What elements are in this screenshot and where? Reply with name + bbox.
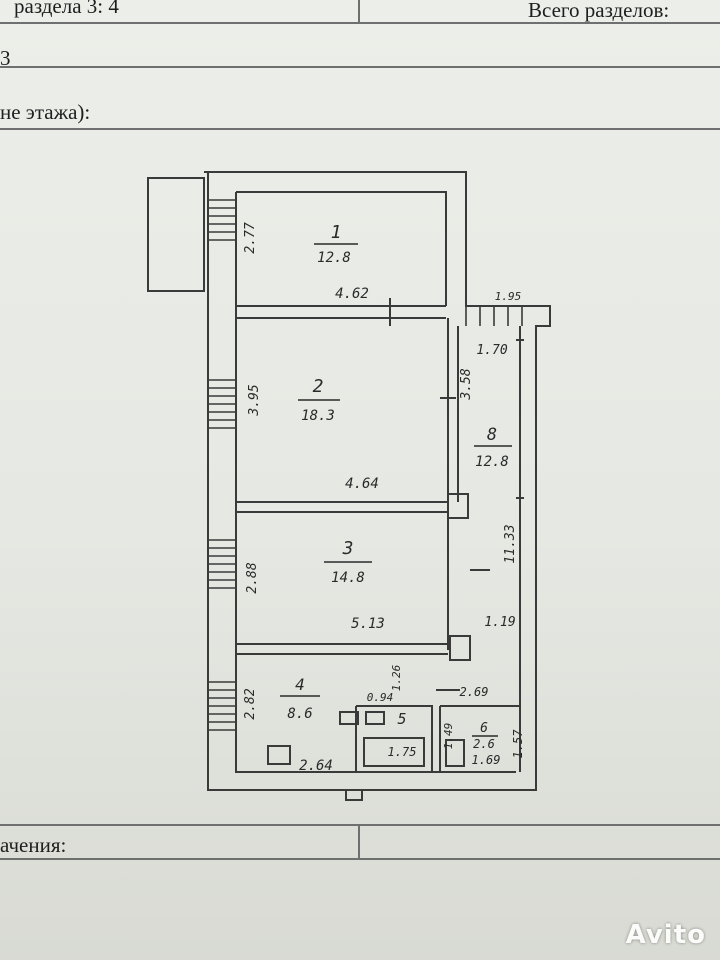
rule-bottom-2 <box>0 858 720 860</box>
room-3-depth: 2.88 <box>245 562 260 593</box>
room-1-number: 1 <box>331 222 342 243</box>
room-3-area: 14.8 <box>331 570 365 586</box>
stove <box>267 745 291 765</box>
bathroom-walls <box>355 705 520 772</box>
room-4-number: 4 <box>295 675 305 694</box>
header-total-sections: Всего разделов: <box>528 0 670 22</box>
room-1-depth: 2.77 <box>243 222 258 253</box>
rule-2 <box>0 66 720 68</box>
bathtub <box>363 737 425 767</box>
room-5-width: 0.94 <box>367 691 394 704</box>
wall-2-3 <box>236 501 448 513</box>
room-4-width: 2.64 <box>299 758 333 774</box>
rule-bottom-divider <box>358 826 360 858</box>
room-4-depth: 2.82 <box>243 688 258 719</box>
wall-1-2 <box>236 305 446 319</box>
room-1-area: 12.8 <box>317 250 351 266</box>
room-2-number: 2 <box>313 376 324 397</box>
windows <box>208 199 523 731</box>
avito-watermark: Avito <box>625 920 706 950</box>
inner-wall-outline <box>235 191 521 773</box>
room-8-depth: 3.58 <box>459 368 474 400</box>
room-8-end-dim: 1.57 <box>511 729 525 759</box>
room-2-area: 18.3 <box>301 408 335 424</box>
floor-plan-label: не этажа): <box>0 100 91 124</box>
outer-wall <box>204 171 551 791</box>
wall-3-4 <box>236 643 450 655</box>
toilet <box>365 711 385 725</box>
corridor-wall <box>447 318 459 650</box>
header-row-value: 3 <box>0 46 11 70</box>
entrance <box>345 790 363 801</box>
room-6-area: 2.6 <box>473 737 495 751</box>
balcony <box>147 177 205 292</box>
room-8-passage: 1.19 <box>484 615 515 630</box>
room-6-top-dim: 2.69 <box>460 685 489 699</box>
room-2-width: 4.64 <box>345 476 379 492</box>
rule-top-divider <box>358 0 360 24</box>
column-2 <box>449 635 471 661</box>
room-4-area: 8.6 <box>287 706 312 722</box>
toilet-6 <box>445 739 465 767</box>
room-1-width: 4.62 <box>335 286 369 302</box>
room-8-length: 11.33 <box>503 524 518 563</box>
room-5-depth: 1.26 <box>390 664 403 691</box>
room-8-width: 1.70 <box>476 343 507 358</box>
room-5-number: 5 <box>397 710 406 728</box>
dimension-ticks <box>389 298 524 691</box>
room-8-top-dim: 1.95 <box>495 290 522 303</box>
area-fraction-bars <box>280 243 512 737</box>
room-5-bath-dim: 1.75 <box>388 745 417 759</box>
header-section-label: раздела 3: 4 <box>14 0 119 18</box>
room-8-number: 8 <box>487 425 497 445</box>
room-3-number: 3 <box>342 538 354 559</box>
rule-top <box>0 22 720 24</box>
room-6-number: 6 <box>480 721 488 736</box>
room-8-area: 12.8 <box>475 454 509 470</box>
column-1 <box>447 493 469 519</box>
room-2-depth: 3.95 <box>247 384 262 416</box>
room-6-depth: 1.49 <box>442 723 455 750</box>
room-3-width: 5.13 <box>351 616 385 632</box>
purpose-label: ачения: <box>0 833 67 857</box>
room-6-width: 1.69 <box>472 753 501 767</box>
rule-bottom <box>0 824 720 826</box>
sink <box>339 711 359 725</box>
rule-3 <box>0 128 720 130</box>
